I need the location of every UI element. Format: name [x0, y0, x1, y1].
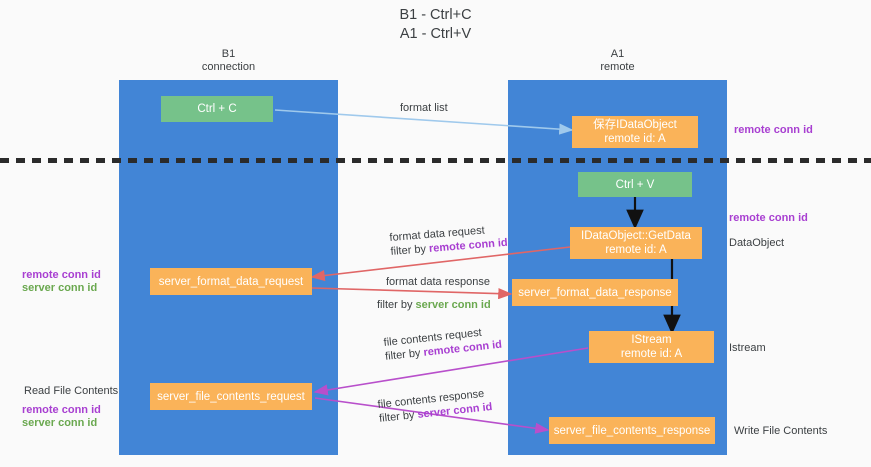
- edge-label-format-list: format list: [400, 101, 448, 115]
- node-ctrl-c[interactable]: Ctrl + C: [161, 96, 273, 122]
- node-server-file-contents-request-label: server_file_contents_request: [157, 390, 305, 403]
- filter-prefix: filter by: [390, 242, 430, 258]
- node-save-idataobject[interactable]: 保存IDataObject remote id: A: [572, 116, 698, 148]
- filter-prefix: filter by: [384, 346, 425, 363]
- edge-label-format-data-response: format data response: [386, 275, 490, 289]
- column-header-a1-name: A1: [610, 48, 625, 60]
- title-line-2: A1 - Ctrl+V: [399, 26, 472, 42]
- phase-divider: [0, 158, 871, 163]
- title-line-1: B1 - Ctrl+C: [399, 7, 472, 23]
- node-getdata-line1: IDataObject::GetData: [581, 230, 691, 242]
- column-header-a1-sub: remote: [600, 61, 635, 73]
- side-label-left-server-conn-id-mid: server conn id: [22, 282, 98, 294]
- node-server-file-contents-request[interactable]: server_file_contents_request: [150, 383, 312, 410]
- filter-prefix: filter by: [378, 408, 419, 425]
- node-getdata-line2: remote id: A: [605, 244, 667, 256]
- node-server-file-contents-response[interactable]: server_file_contents_response: [549, 417, 715, 444]
- side-label-left-remote-conn-id-bottom: remote conn id: [22, 404, 101, 416]
- side-label-istream: Istream: [729, 342, 766, 354]
- node-ctrl-v[interactable]: Ctrl + V: [578, 172, 692, 197]
- column-header-a1: A1 remote: [508, 48, 727, 74]
- filter-key-server-conn-id: server conn id: [415, 299, 491, 311]
- node-getdata[interactable]: IDataObject::GetData remote id: A: [570, 227, 702, 259]
- edge-label-format-list-text: format list: [400, 102, 448, 114]
- side-label-right-remote-conn-id-top: remote conn id: [734, 124, 813, 136]
- node-server-file-contents-response-label: server_file_contents_response: [553, 424, 711, 437]
- node-server-format-data-request-label: server_format_data_request: [158, 275, 304, 288]
- node-save-idataobject-line2: remote id: A: [604, 133, 666, 145]
- side-label-read-file-contents: Read File Contents: [24, 385, 119, 397]
- node-istream-line1: IStream: [631, 334, 672, 346]
- node-istream[interactable]: IStream remote id: A: [589, 331, 714, 363]
- side-label-left-remote-conn-id-mid: remote conn id: [22, 269, 101, 281]
- node-save-idataobject-line1: 保存IDataObject: [593, 119, 677, 131]
- node-ctrl-c-label: Ctrl + C: [197, 103, 237, 115]
- side-label-dataobject: DataObject: [729, 237, 785, 249]
- side-label-write-file-contents: Write File Contents: [734, 425, 828, 437]
- edge-label-file-contents-request: file contents request filter by remote c…: [383, 324, 503, 364]
- node-istream-line2: remote id: A: [620, 348, 683, 360]
- column-header-b1: B1 connection: [119, 48, 338, 74]
- diagram-title: B1 - Ctrl+C A1 - Ctrl+V: [0, 6, 871, 44]
- node-server-format-data-response-label: server_format_data_response: [518, 286, 672, 299]
- filter-prefix: filter by: [377, 299, 416, 311]
- column-header-b1-sub: connection: [201, 61, 256, 73]
- node-server-format-data-response[interactable]: server_format_data_response: [512, 279, 678, 306]
- node-ctrl-v-label: Ctrl + V: [615, 178, 655, 191]
- edge-label-format-data-request: format data request filter by remote con…: [389, 222, 508, 259]
- node-server-format-data-request[interactable]: server_format_data_request: [150, 268, 312, 295]
- side-label-right-remote-conn-id-mid: remote conn id: [729, 212, 808, 224]
- edge-label-format-data-response-text: format data response: [386, 276, 490, 288]
- edge-label-file-contents-response: file contents response filter by server …: [377, 386, 493, 426]
- column-header-b1-name: B1: [221, 48, 236, 60]
- edge-label-format-data-response-filter: filter by server conn id: [377, 298, 491, 312]
- side-label-left-server-conn-id-bottom: server conn id: [22, 417, 98, 429]
